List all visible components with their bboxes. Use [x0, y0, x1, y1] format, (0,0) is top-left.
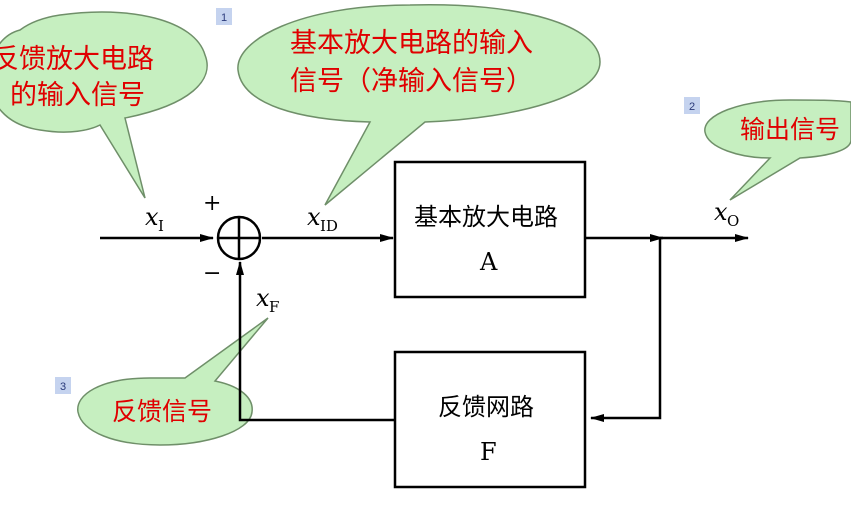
basic-amplifier-block: 基本放大电路 A	[393, 160, 587, 299]
svg-text:3: 3	[60, 381, 66, 393]
minus-sign: −	[203, 261, 221, 286]
svg-text:x: x	[307, 203, 321, 231]
callout-feedback-input-line1: 反馈放大电路	[0, 44, 154, 75]
svg-text:2: 2	[689, 101, 695, 113]
svg-text:x: x	[256, 284, 270, 312]
callout-basic-input-line1: 基本放大电路的输入	[290, 28, 533, 59]
callout-basic-input-line2: 信号（净输入信号）	[290, 66, 533, 97]
svg-text:I: I	[158, 217, 164, 235]
svg-text:x: x	[145, 203, 159, 231]
badge-1: 1	[216, 8, 232, 25]
badge-3: 3	[55, 377, 71, 394]
feedback-path-line	[236, 261, 395, 422]
plus-sign: +	[203, 191, 221, 216]
callout-basic-input: 基本放大电路的输入 信号（净输入信号）	[237, 3, 601, 206]
feedback-network-block: 反馈网路 F	[393, 350, 587, 489]
basic-amplifier-title: 基本放大电路	[414, 203, 558, 231]
callout-feedback-input: 反馈放大电路 的输入信号	[0, 11, 208, 199]
basic-amplifier-symbol: A	[479, 248, 498, 276]
callout-feedback-input-line2: 的输入信号	[10, 80, 145, 111]
svg-text:O: O	[727, 212, 739, 230]
summing-junction	[216, 215, 262, 261]
feedback-network-symbol: F	[480, 438, 497, 466]
label-x-feedback: x F	[256, 284, 279, 316]
label-x-net-input: x ID	[307, 203, 338, 235]
callout-output: 输出信号	[704, 99, 851, 201]
svg-text:F: F	[269, 298, 279, 316]
svg-text:x: x	[714, 198, 728, 226]
feedback-network-title: 反馈网路	[438, 393, 534, 421]
label-x-input: x I	[145, 203, 164, 235]
svg-text:ID: ID	[320, 217, 338, 235]
label-x-output: x O	[714, 198, 739, 230]
callout-feedback-line1: 反馈信号	[112, 397, 212, 426]
svg-text:1: 1	[221, 12, 227, 24]
feedback-return-line	[590, 238, 662, 422]
badge-2: 2	[684, 97, 700, 114]
callout-feedback: 反馈信号	[77, 317, 269, 446]
callout-output-line1: 输出信号	[740, 115, 840, 144]
